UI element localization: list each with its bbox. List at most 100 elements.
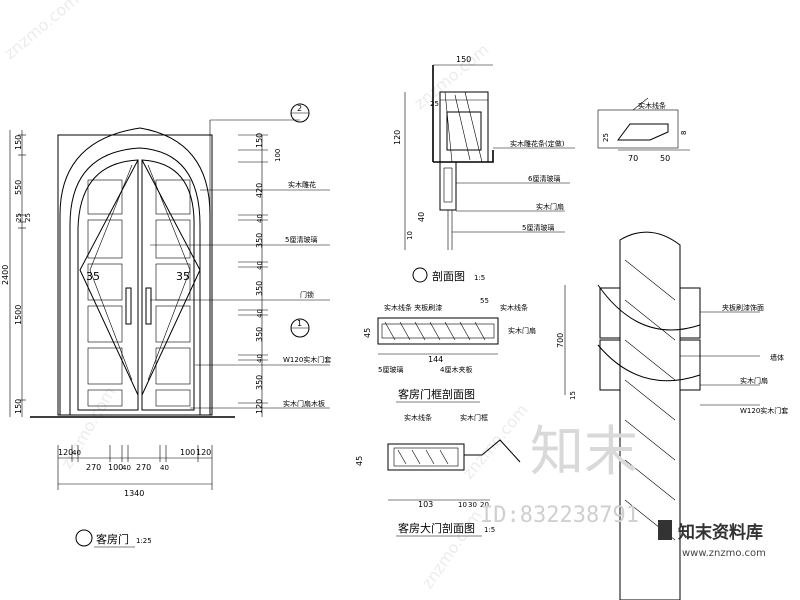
wall-break-top	[597, 284, 701, 331]
molding-dim-3: 70	[628, 154, 638, 163]
frame-dim-bottom: 144	[428, 355, 443, 364]
elevation-title: 客房门	[96, 532, 129, 546]
leaf-mark-right: 35	[176, 270, 190, 283]
wall-label-1: 夹板刷漆饰面	[722, 303, 764, 312]
frame-label-bottom-2: 4厘木夹板	[440, 365, 472, 374]
top-sec-label-2: 6厘清玻璃	[528, 174, 560, 183]
frame-section-box	[377, 317, 499, 345]
plan-dim-1: 103	[418, 500, 433, 509]
top-sec-dim-top: 150	[456, 55, 471, 64]
molding-profile: 实木线条 25 8 70 50	[597, 97, 690, 163]
diag-watermark-3: znzmo.com	[410, 40, 492, 113]
wall-trim-left-bottom	[599, 339, 621, 391]
frame-dim-left: 45	[363, 328, 372, 338]
right-dim-11: 350	[255, 375, 264, 390]
top-sec-dim-c: 10	[406, 231, 414, 240]
leaf-mark-left: 35	[86, 270, 100, 283]
bottom-dim-1: 120	[58, 448, 73, 457]
bottom-dim-5: 40	[122, 464, 131, 472]
molding-shape	[617, 123, 669, 141]
callout-carving: 实木雕花	[288, 180, 316, 189]
big-watermark: 知末	[530, 420, 638, 483]
leaf-right	[141, 159, 195, 411]
callout-panel: 实木门扇木板	[283, 399, 325, 408]
wall-dim-small: 15	[569, 391, 577, 400]
left-dim-3: 25	[15, 213, 23, 222]
bottom-dim-8: 100	[180, 448, 195, 457]
wall-trim-right-top	[679, 287, 701, 339]
brand-logo-icon	[658, 520, 672, 540]
molding-dim-2: 8	[680, 131, 688, 135]
glass-panes-right	[155, 179, 191, 407]
bottom-dim-total: 1340	[124, 489, 144, 498]
url-watermark: www.znzmo.com	[682, 548, 766, 559]
section-marker-2-label: 2	[297, 104, 302, 113]
plan-section-detail: 实木线条 实木门框 45 103 10 30 20 客房大门剖面图 1:5	[355, 413, 521, 537]
wall-hatch	[624, 259, 676, 541]
frame-label-side: 实木门扇	[508, 326, 536, 335]
frame-label-3: 实木线条	[500, 303, 528, 312]
bottom-dim-7: 40	[160, 464, 169, 472]
right-dimension-chain: 150 100 420 40 350 40 350 40 350 40 350 …	[209, 119, 300, 417]
bottom-dim-9: 120	[196, 448, 211, 457]
frame-section-detail: 实木线条 夹板刷漆 55 实木线条 实木门扇 45 144 5厘玻璃 4厘木夹板…	[363, 297, 536, 403]
diag-watermark-4: znzmo.com	[459, 400, 532, 482]
section-marker-1-label: 1	[297, 319, 302, 328]
top-sec-dim-b: 40	[417, 212, 426, 222]
right-dim-10: 40	[256, 354, 264, 363]
bottom-dim-6: 270	[136, 463, 151, 472]
right-dim-1: 150	[255, 133, 264, 148]
wall-section-detail: 700 15 夹板刷漆饰面 墙体 实木门扇 W120实木门套	[556, 231, 788, 600]
right-dim-12: 120	[255, 399, 264, 414]
plan-hatch	[397, 449, 449, 465]
diamond-inner	[89, 164, 191, 381]
molding-box	[597, 109, 679, 149]
inner-arch	[69, 147, 201, 415]
right-dim-3: 420	[255, 183, 264, 198]
right-dim-4: 40	[256, 214, 264, 223]
bottom-dim-3: 270	[86, 463, 101, 472]
bottom-dimension-chain: 120 40 270 100 40 270 40 100 120 1340	[57, 445, 213, 498]
left-dim-1: 150	[14, 135, 23, 150]
left-dimension-chain: 150 550 25 25 1500 150 2400	[1, 130, 32, 417]
callout-glass: 5厘清玻璃	[285, 235, 317, 244]
right-dim-7: 350	[255, 281, 264, 296]
molding-dim-4: 50	[660, 154, 670, 163]
brand-watermarks: 知末 ID:832238791 知末资料库 www.znzmo.com	[480, 420, 766, 559]
plan-section-scale: 1:5	[484, 526, 495, 534]
frame-label-1: 实木线条 夹板刷漆	[384, 303, 442, 312]
plan-dim-4: 20	[480, 501, 489, 509]
plan-section-title: 客房大门剖面图	[398, 521, 475, 535]
plan-section-box	[387, 443, 465, 471]
right-dim-6: 40	[256, 261, 264, 270]
outer-frame	[59, 127, 211, 415]
top-sec-dim-a: 120	[393, 130, 402, 145]
elevation-callouts: 实木雕花 5厘清玻璃 门锁 W120实木门套 实木门扇木板 2 1	[150, 103, 331, 409]
wall-dim: 700	[556, 333, 565, 348]
right-dim-9: 350	[255, 327, 264, 342]
diagonal-watermarks: znzmo.com znzmo.com znzmo.com znzmo.com …	[0, 0, 531, 592]
diag-watermark-5: znzmo.com	[418, 507, 486, 593]
elevation-title-scale: 1:25	[136, 537, 152, 545]
top-sec-title: 剖面图	[432, 269, 465, 283]
wall-trim-left-top	[599, 287, 621, 339]
plan-break-line	[464, 439, 521, 463]
title-circle	[75, 529, 93, 547]
top-sec-label-3: 实木门扇	[536, 202, 564, 211]
left-dim-total: 2400	[1, 265, 10, 285]
wall-label-4: W120实木门套	[740, 406, 788, 415]
plan-dim-left: 45	[355, 456, 364, 466]
right-dim-5: 350	[255, 233, 264, 248]
glass-panes-left	[87, 179, 123, 407]
molding-dim-1: 25	[602, 133, 610, 142]
plan-label-1: 实木线条	[404, 413, 432, 422]
diamond-carving	[79, 159, 201, 396]
wall-label-2: 墙体	[770, 353, 784, 362]
wall-break-bottom	[597, 344, 701, 382]
header-hatch	[440, 91, 488, 163]
top-section-detail: 150 25 120 40 10 实木雕花条(定做) 6厘清玻璃 实木门扇 5厘…	[393, 55, 575, 283]
frame-label-2: 55	[480, 297, 489, 305]
diag-watermark-1: znzmo.com	[0, 0, 82, 63]
